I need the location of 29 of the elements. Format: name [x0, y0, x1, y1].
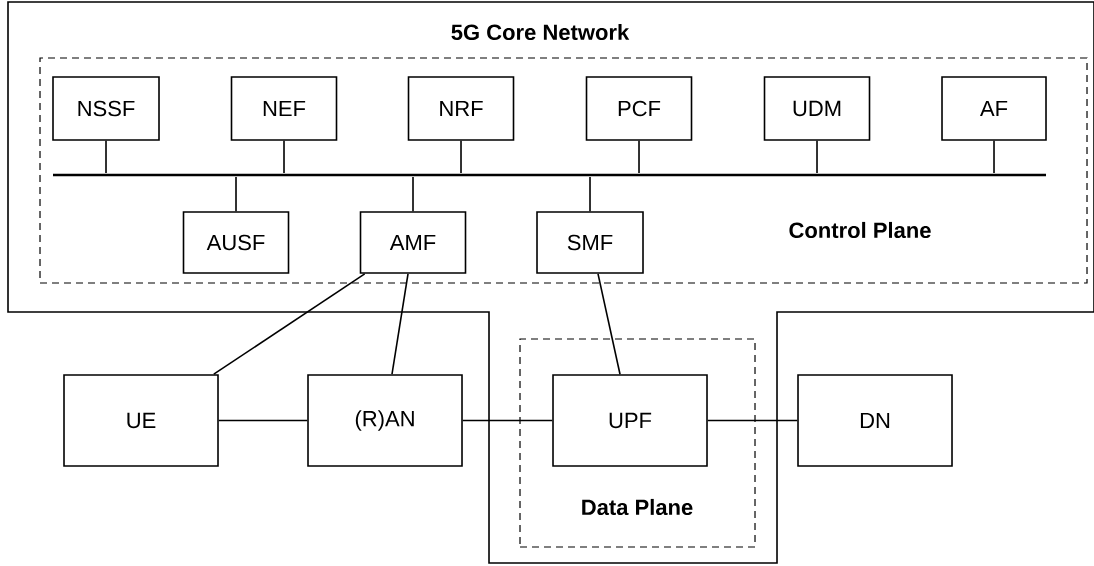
- network-function-box: UE: [63, 374, 219, 467]
- connector-line: [283, 140, 285, 174]
- connector-line: [816, 140, 818, 174]
- connector-line: [993, 140, 995, 174]
- connector-line: [460, 140, 462, 174]
- network-function-box: NSSF: [52, 76, 160, 141]
- connector-line: [707, 419, 798, 422]
- connector-line: [589, 176, 591, 212]
- connector-line: [462, 419, 553, 422]
- connector-line: [391, 273, 409, 375]
- network-function-box: NEF: [230, 76, 338, 141]
- connector-line: [105, 140, 107, 174]
- network-function-box: SMF: [536, 211, 644, 274]
- connector-line: [597, 273, 621, 375]
- network-function-box: UDM: [763, 76, 871, 141]
- network-function-box: DN: [797, 374, 953, 467]
- network-function-box: AMF: [359, 211, 467, 274]
- network-function-box: NRF: [407, 76, 515, 141]
- network-function-box: (R)AN: [307, 374, 463, 467]
- network-function-box: AF: [941, 76, 1047, 141]
- connector-line: [218, 419, 308, 422]
- network-function-box: UPF: [552, 374, 708, 467]
- connector-line: [213, 273, 366, 375]
- connector-line: [638, 140, 640, 174]
- connector-line: [412, 176, 414, 212]
- network-function-box: AUSF: [182, 211, 290, 274]
- connector-line: [235, 176, 237, 212]
- network-function-box: PCF: [585, 76, 693, 141]
- bus-line: [53, 173, 1046, 177]
